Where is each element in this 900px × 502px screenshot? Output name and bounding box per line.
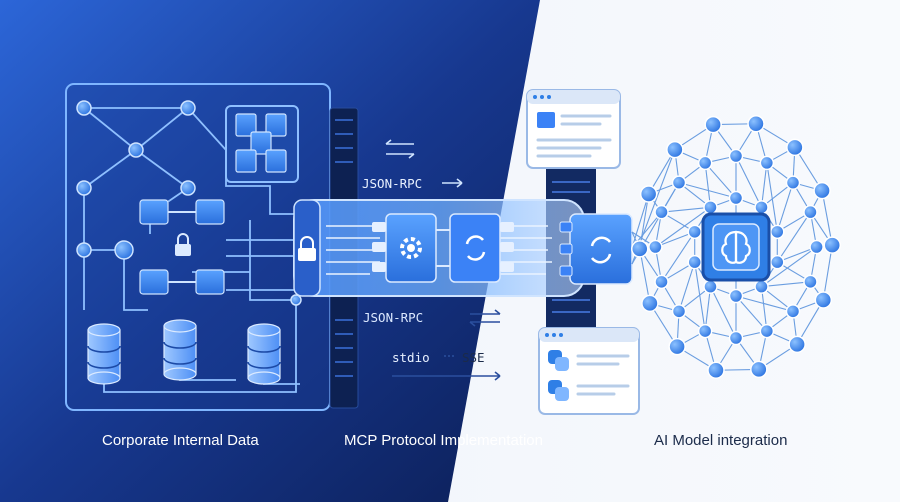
database-icon bbox=[163, 319, 197, 381]
database-icon bbox=[247, 323, 281, 385]
corporate-data-panel bbox=[65, 83, 359, 411]
caption-corporate-data: Corporate Internal Data bbox=[102, 432, 259, 449]
network-node bbox=[654, 204, 669, 220]
lock-icon bbox=[175, 233, 191, 256]
network-node bbox=[654, 274, 669, 290]
document-stack-icon bbox=[225, 105, 299, 183]
network-node bbox=[788, 335, 806, 354]
json-rpc-label-top: JSON-RPC bbox=[362, 176, 423, 191]
caption-ai-model: AI Model integration bbox=[654, 432, 788, 449]
transport-sse-label: SSE bbox=[462, 350, 485, 365]
network-node bbox=[785, 175, 801, 190]
database-icon bbox=[87, 323, 121, 385]
network-node bbox=[666, 140, 684, 159]
transport-stdio-label: stdio bbox=[392, 350, 430, 365]
bidirectional-arrow-icon bbox=[385, 139, 463, 188]
network-node bbox=[803, 204, 818, 220]
python-icon bbox=[548, 380, 569, 401]
network-node bbox=[728, 330, 744, 346]
network-node bbox=[759, 155, 775, 171]
network-node bbox=[668, 337, 686, 356]
network-node bbox=[697, 155, 713, 171]
network-node bbox=[687, 224, 702, 240]
bidirectional-arrow-icon bbox=[392, 309, 501, 381]
browser-window-bottom bbox=[538, 327, 640, 415]
network-node bbox=[754, 200, 769, 215]
gear-icon bbox=[372, 213, 437, 283]
network-node bbox=[809, 239, 824, 255]
brain-icon bbox=[701, 212, 771, 282]
lock-icon bbox=[298, 236, 316, 261]
network-node bbox=[703, 200, 718, 215]
network-node bbox=[671, 304, 687, 319]
network-node bbox=[641, 294, 659, 313]
python-icon bbox=[548, 350, 569, 371]
network-node bbox=[813, 181, 831, 200]
network-node bbox=[697, 323, 713, 339]
network-node bbox=[770, 224, 785, 240]
network-node bbox=[786, 138, 804, 157]
network-node bbox=[648, 239, 663, 255]
network-node bbox=[823, 236, 841, 254]
json-rpc-label-bottom: JSON-RPC bbox=[363, 310, 424, 325]
network-node bbox=[707, 361, 725, 379]
network-node bbox=[785, 304, 801, 319]
network-node bbox=[639, 185, 658, 203]
network-node bbox=[750, 360, 768, 379]
network-node bbox=[803, 274, 818, 290]
network-node bbox=[728, 190, 744, 206]
network-node bbox=[703, 279, 718, 294]
network-node bbox=[704, 115, 722, 134]
browser-window-top bbox=[526, 89, 621, 169]
network-node bbox=[747, 115, 765, 133]
network-node bbox=[754, 279, 769, 294]
sync-icon bbox=[436, 213, 514, 283]
network-node bbox=[728, 148, 744, 164]
network-node bbox=[759, 323, 775, 339]
network-node bbox=[728, 288, 744, 304]
network-node bbox=[671, 175, 687, 190]
network-node bbox=[770, 254, 785, 270]
caption-mcp-protocol: MCP Protocol Implementation bbox=[344, 432, 543, 449]
sync-icon bbox=[559, 213, 633, 285]
network-node bbox=[631, 240, 649, 258]
neural-network bbox=[631, 115, 841, 379]
connector-blocks bbox=[139, 199, 225, 295]
network-node bbox=[814, 291, 833, 309]
network-node bbox=[687, 254, 702, 270]
